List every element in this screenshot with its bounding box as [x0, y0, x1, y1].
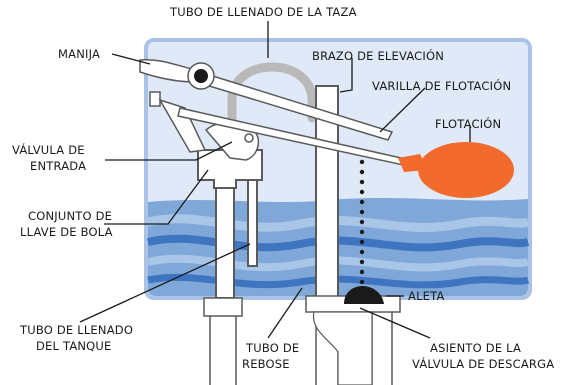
label-overflow-tube-line1: TUBO DE — [245, 341, 299, 355]
lift-chain — [359, 159, 365, 285]
label-handle: MANIJA — [58, 47, 100, 61]
flapper — [344, 286, 384, 304]
label-flapper: ALETA — [408, 289, 445, 303]
fill-valve-base — [203, 297, 243, 385]
tank-fill-tube-part — [247, 177, 258, 267]
label-ballcock-line1: CONJUNTO DE — [28, 209, 112, 223]
label-valve-seat-line2: VÁLVULA DE DESCARGA — [412, 356, 554, 371]
label-float-rod: VARILLA DE FLOTACIÓN — [372, 78, 511, 93]
label-inlet-valve-line1: VÁLVULA DE — [12, 142, 85, 157]
water-wave-dark-2 — [147, 273, 530, 289]
valve-pivot — [244, 133, 254, 143]
label-ballcock-line2: LLAVE DE BOLA — [20, 225, 113, 239]
label-inlet-valve-line2: ENTRADA — [30, 159, 86, 173]
drain-pipe-shape — [312, 311, 373, 385]
handle-hub-inner — [194, 69, 208, 83]
label-float: FLOTACIÓN — [435, 116, 501, 131]
label-lift-arm: BRAZO DE ELEVACIÓN — [312, 48, 444, 63]
label-tank-fill-tube-line1: TUBO DE LLENADO — [19, 323, 133, 337]
float-ball — [418, 142, 514, 198]
label-overflow-tube-line2: REBOSE — [242, 357, 290, 371]
label-valve-seat-line1: ASIENTO DE LA — [430, 341, 521, 355]
leader-lines — [79, 21, 471, 339]
float — [398, 142, 514, 198]
handle — [139, 58, 215, 90]
ballcock-lever — [149, 91, 207, 153]
label-tank-fill-tube-line2: DEL TANQUE — [36, 339, 112, 353]
label-bowl-fill-tube: TUBO DE LLENADO DE LA TAZA — [169, 5, 357, 19]
